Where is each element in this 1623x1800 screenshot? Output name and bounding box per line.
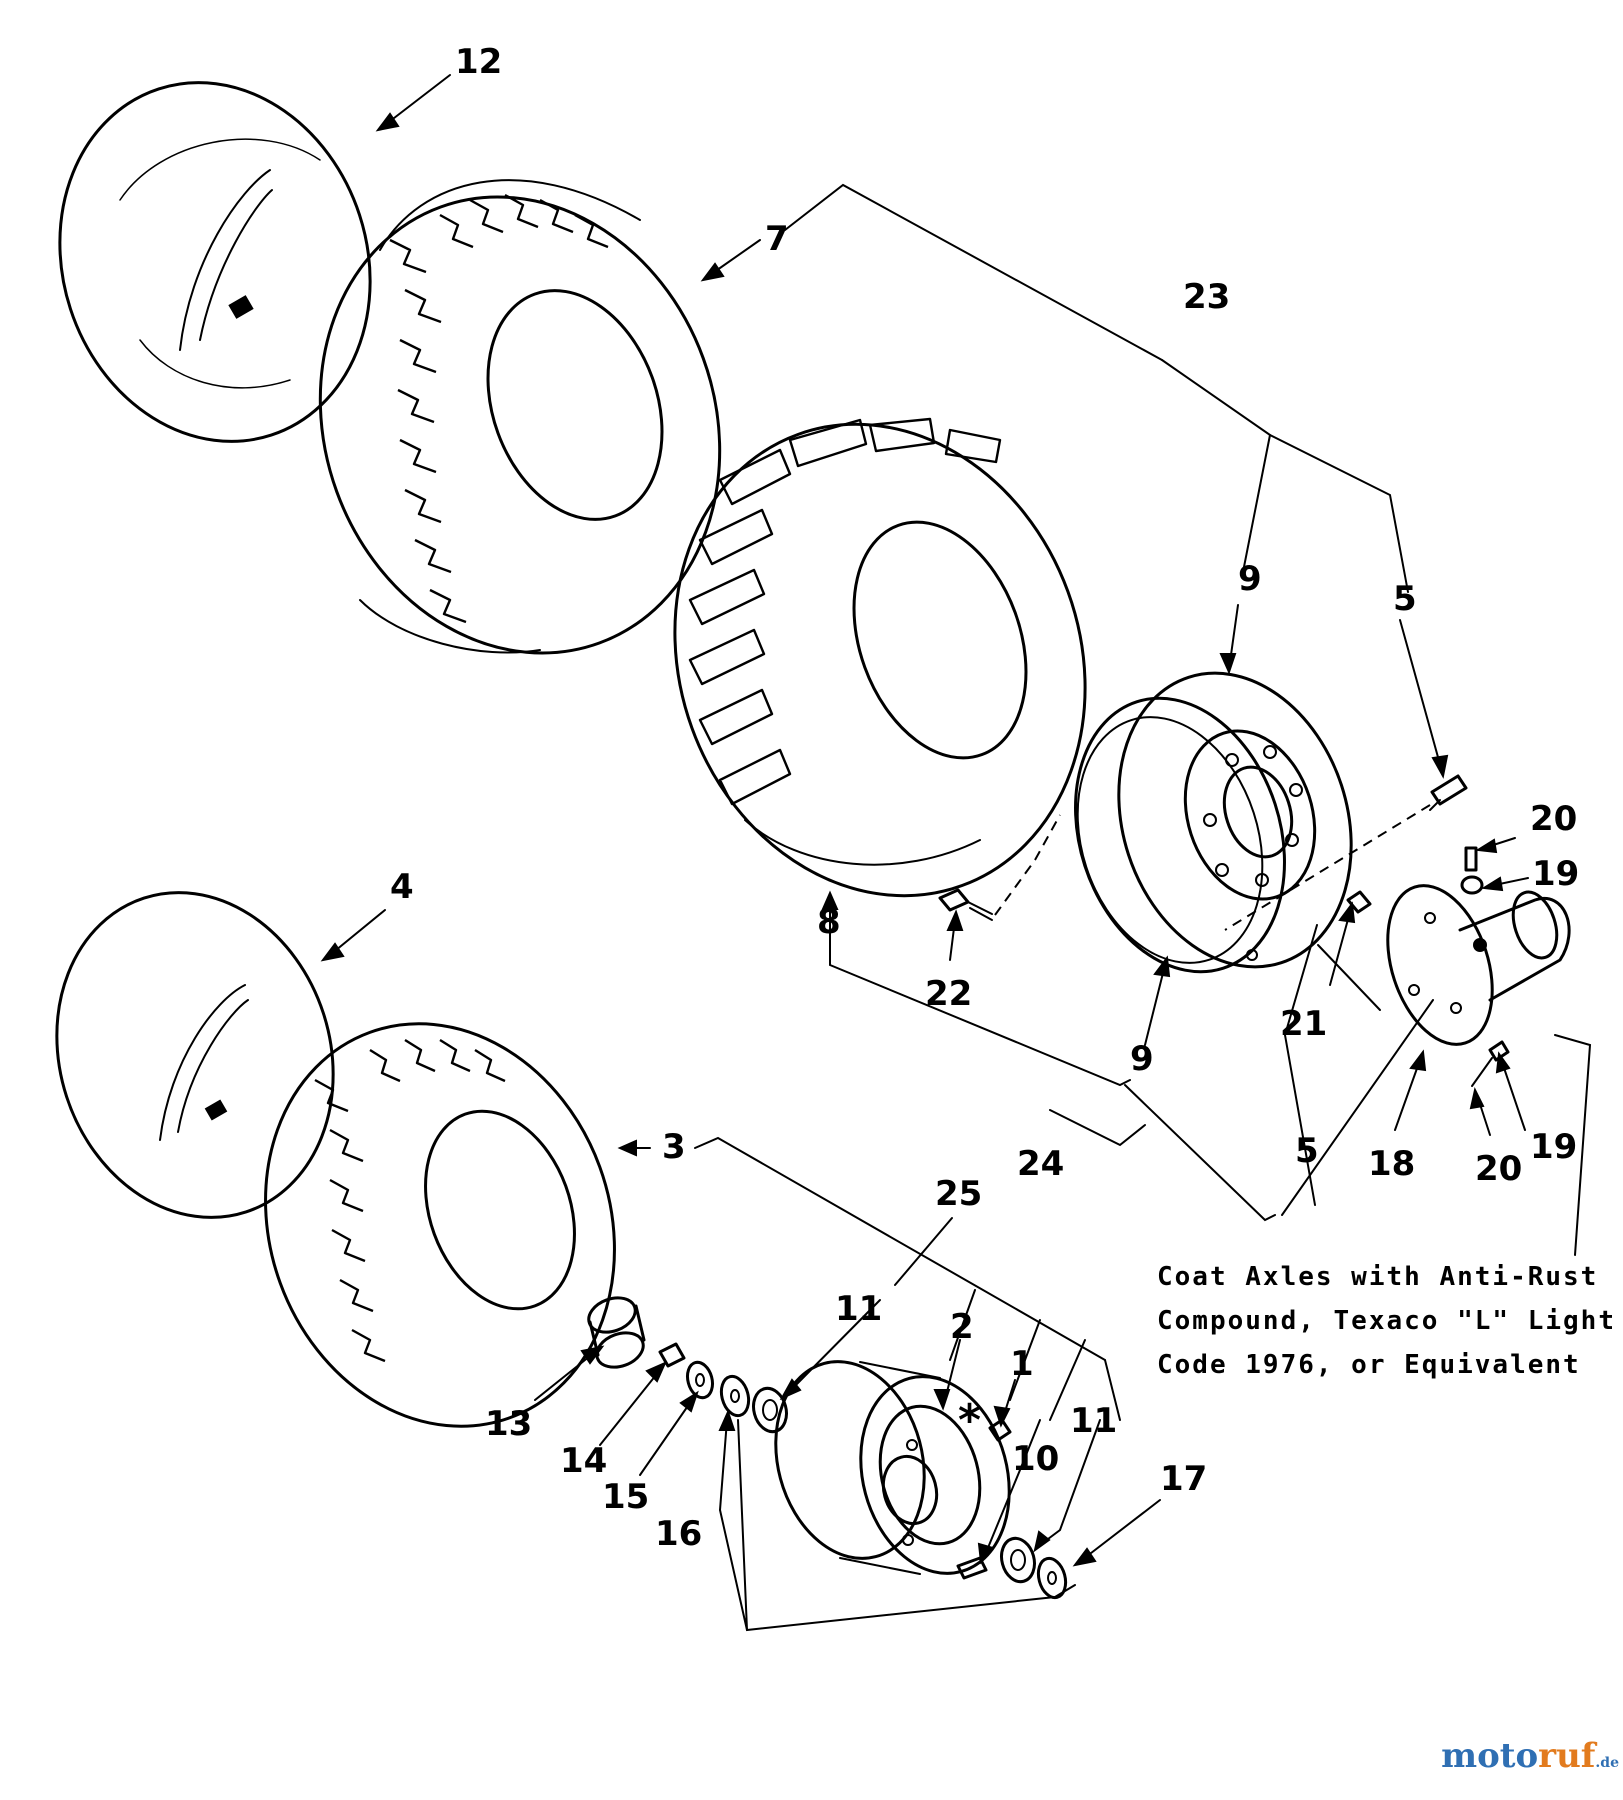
watermark-part-2: ruf — [1538, 1736, 1596, 1776]
turf-tire-upper — [318, 179, 722, 655]
hub-18 — [1317, 884, 1571, 1046]
callout-19-lower: 19 — [1530, 1127, 1577, 1167]
note-line-1: Coat Axles with Anti-Rust — [1157, 1262, 1599, 1292]
washer-15 — [686, 1360, 714, 1400]
callout-16: 16 — [655, 1514, 702, 1554]
callout-5-lower: 5 — [1295, 1131, 1319, 1171]
callout-11-right: 11 — [1070, 1401, 1117, 1441]
lubrication-note: Coat Axles with Anti-Rust Compound, Texa… — [1157, 1255, 1616, 1387]
callout-11-left: 11 — [835, 1289, 882, 1329]
callout-12: 12 — [455, 42, 502, 82]
callout-5-upper: 5 — [1393, 579, 1417, 619]
set-screw-lower — [1471, 1040, 1510, 1087]
valve-stem — [1346, 890, 1372, 914]
grease-fitting-1 — [988, 1418, 1012, 1442]
leader-lines — [320, 74, 1592, 1632]
callout-2: 2 — [950, 1307, 974, 1347]
callout-19-upper: 19 — [1532, 854, 1579, 894]
callout-18: 18 — [1368, 1144, 1415, 1184]
callout-3: 3 — [662, 1127, 686, 1167]
callout-24: 24 — [1017, 1144, 1064, 1184]
set-screw-upper — [1460, 846, 1484, 895]
callout-23: 23 — [1183, 277, 1230, 317]
washer-16 — [719, 1374, 751, 1418]
note-line-3: Code 1976, or Equivalent — [1157, 1350, 1581, 1380]
watermark-part-1: moto — [1441, 1736, 1539, 1776]
turf-tire-upper-tread — [389, 193, 609, 624]
turf-tire-lower — [264, 1022, 616, 1428]
callout-7: 7 — [765, 219, 789, 259]
ag-tire-lug — [673, 417, 1087, 898]
callout-labels: 12 7 23 9 5 20 19 4 8 22 21 9 24 5 18 20… — [390, 42, 1579, 1554]
callout-asterisk: * — [958, 1395, 981, 1446]
callout-9-upper: 9 — [1238, 559, 1262, 599]
callout-20-lower: 20 — [1475, 1149, 1522, 1189]
callout-4: 4 — [390, 867, 414, 907]
callout-25: 25 — [935, 1174, 982, 1214]
callout-17: 17 — [1160, 1459, 1207, 1499]
bushing-13 — [587, 1296, 646, 1369]
inner-tube-lower — [55, 891, 335, 1219]
watermark-logo: motoruf.de — [1441, 1736, 1619, 1776]
callout-15: 15 — [602, 1477, 649, 1517]
washer-17 — [1036, 1556, 1068, 1600]
callout-13: 13 — [485, 1404, 532, 1444]
inner-tube-upper — [58, 81, 372, 443]
rim-upper — [1074, 671, 1353, 974]
watermark-part-3: .de — [1595, 1755, 1619, 1771]
note-line-2: Compound, Texaco "L" Light — [1157, 1306, 1616, 1336]
bolt-22 — [938, 814, 1061, 921]
lug-bolt-upper — [1224, 774, 1468, 931]
callout-10: 10 — [1012, 1439, 1059, 1479]
callout-21: 21 — [1280, 1004, 1327, 1044]
bolt-10 — [956, 1556, 988, 1580]
callout-9-lower: 9 — [1130, 1039, 1154, 1079]
bearing-11-right — [1000, 1536, 1036, 1584]
callout-8: 8 — [817, 902, 841, 942]
callout-14: 14 — [560, 1441, 607, 1481]
callout-1: 1 — [1010, 1344, 1034, 1384]
callout-20-upper: 20 — [1530, 799, 1577, 839]
callout-22: 22 — [925, 974, 972, 1014]
zerk-fitting-14 — [658, 1342, 686, 1368]
rim-lower — [774, 1360, 1011, 1575]
